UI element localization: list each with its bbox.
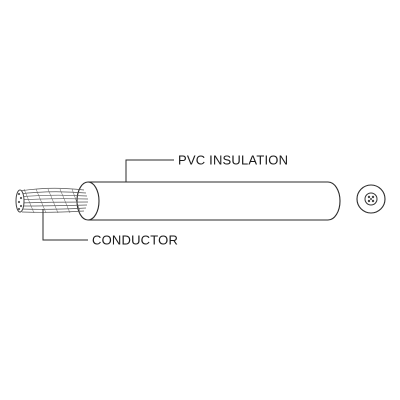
insulation-label: PVC INSULATION [178, 153, 288, 168]
cross-section [356, 184, 386, 214]
conductor-tip-strands [17, 192, 23, 211]
conductor-tip [15, 189, 25, 213]
insulation-leader-line [125, 159, 174, 182]
conductor-leader-line [42, 209, 88, 241]
conductor-callout: CONDUCTOR [42, 209, 178, 248]
cable-body [76, 181, 341, 221]
insulation-jacket [88, 181, 341, 221]
insulation-callout: PVC INSULATION [125, 153, 288, 182]
conductor-label: CONDUCTOR [92, 233, 178, 248]
cross-section-strands [367, 195, 375, 203]
insulation-cut-face [76, 181, 100, 221]
